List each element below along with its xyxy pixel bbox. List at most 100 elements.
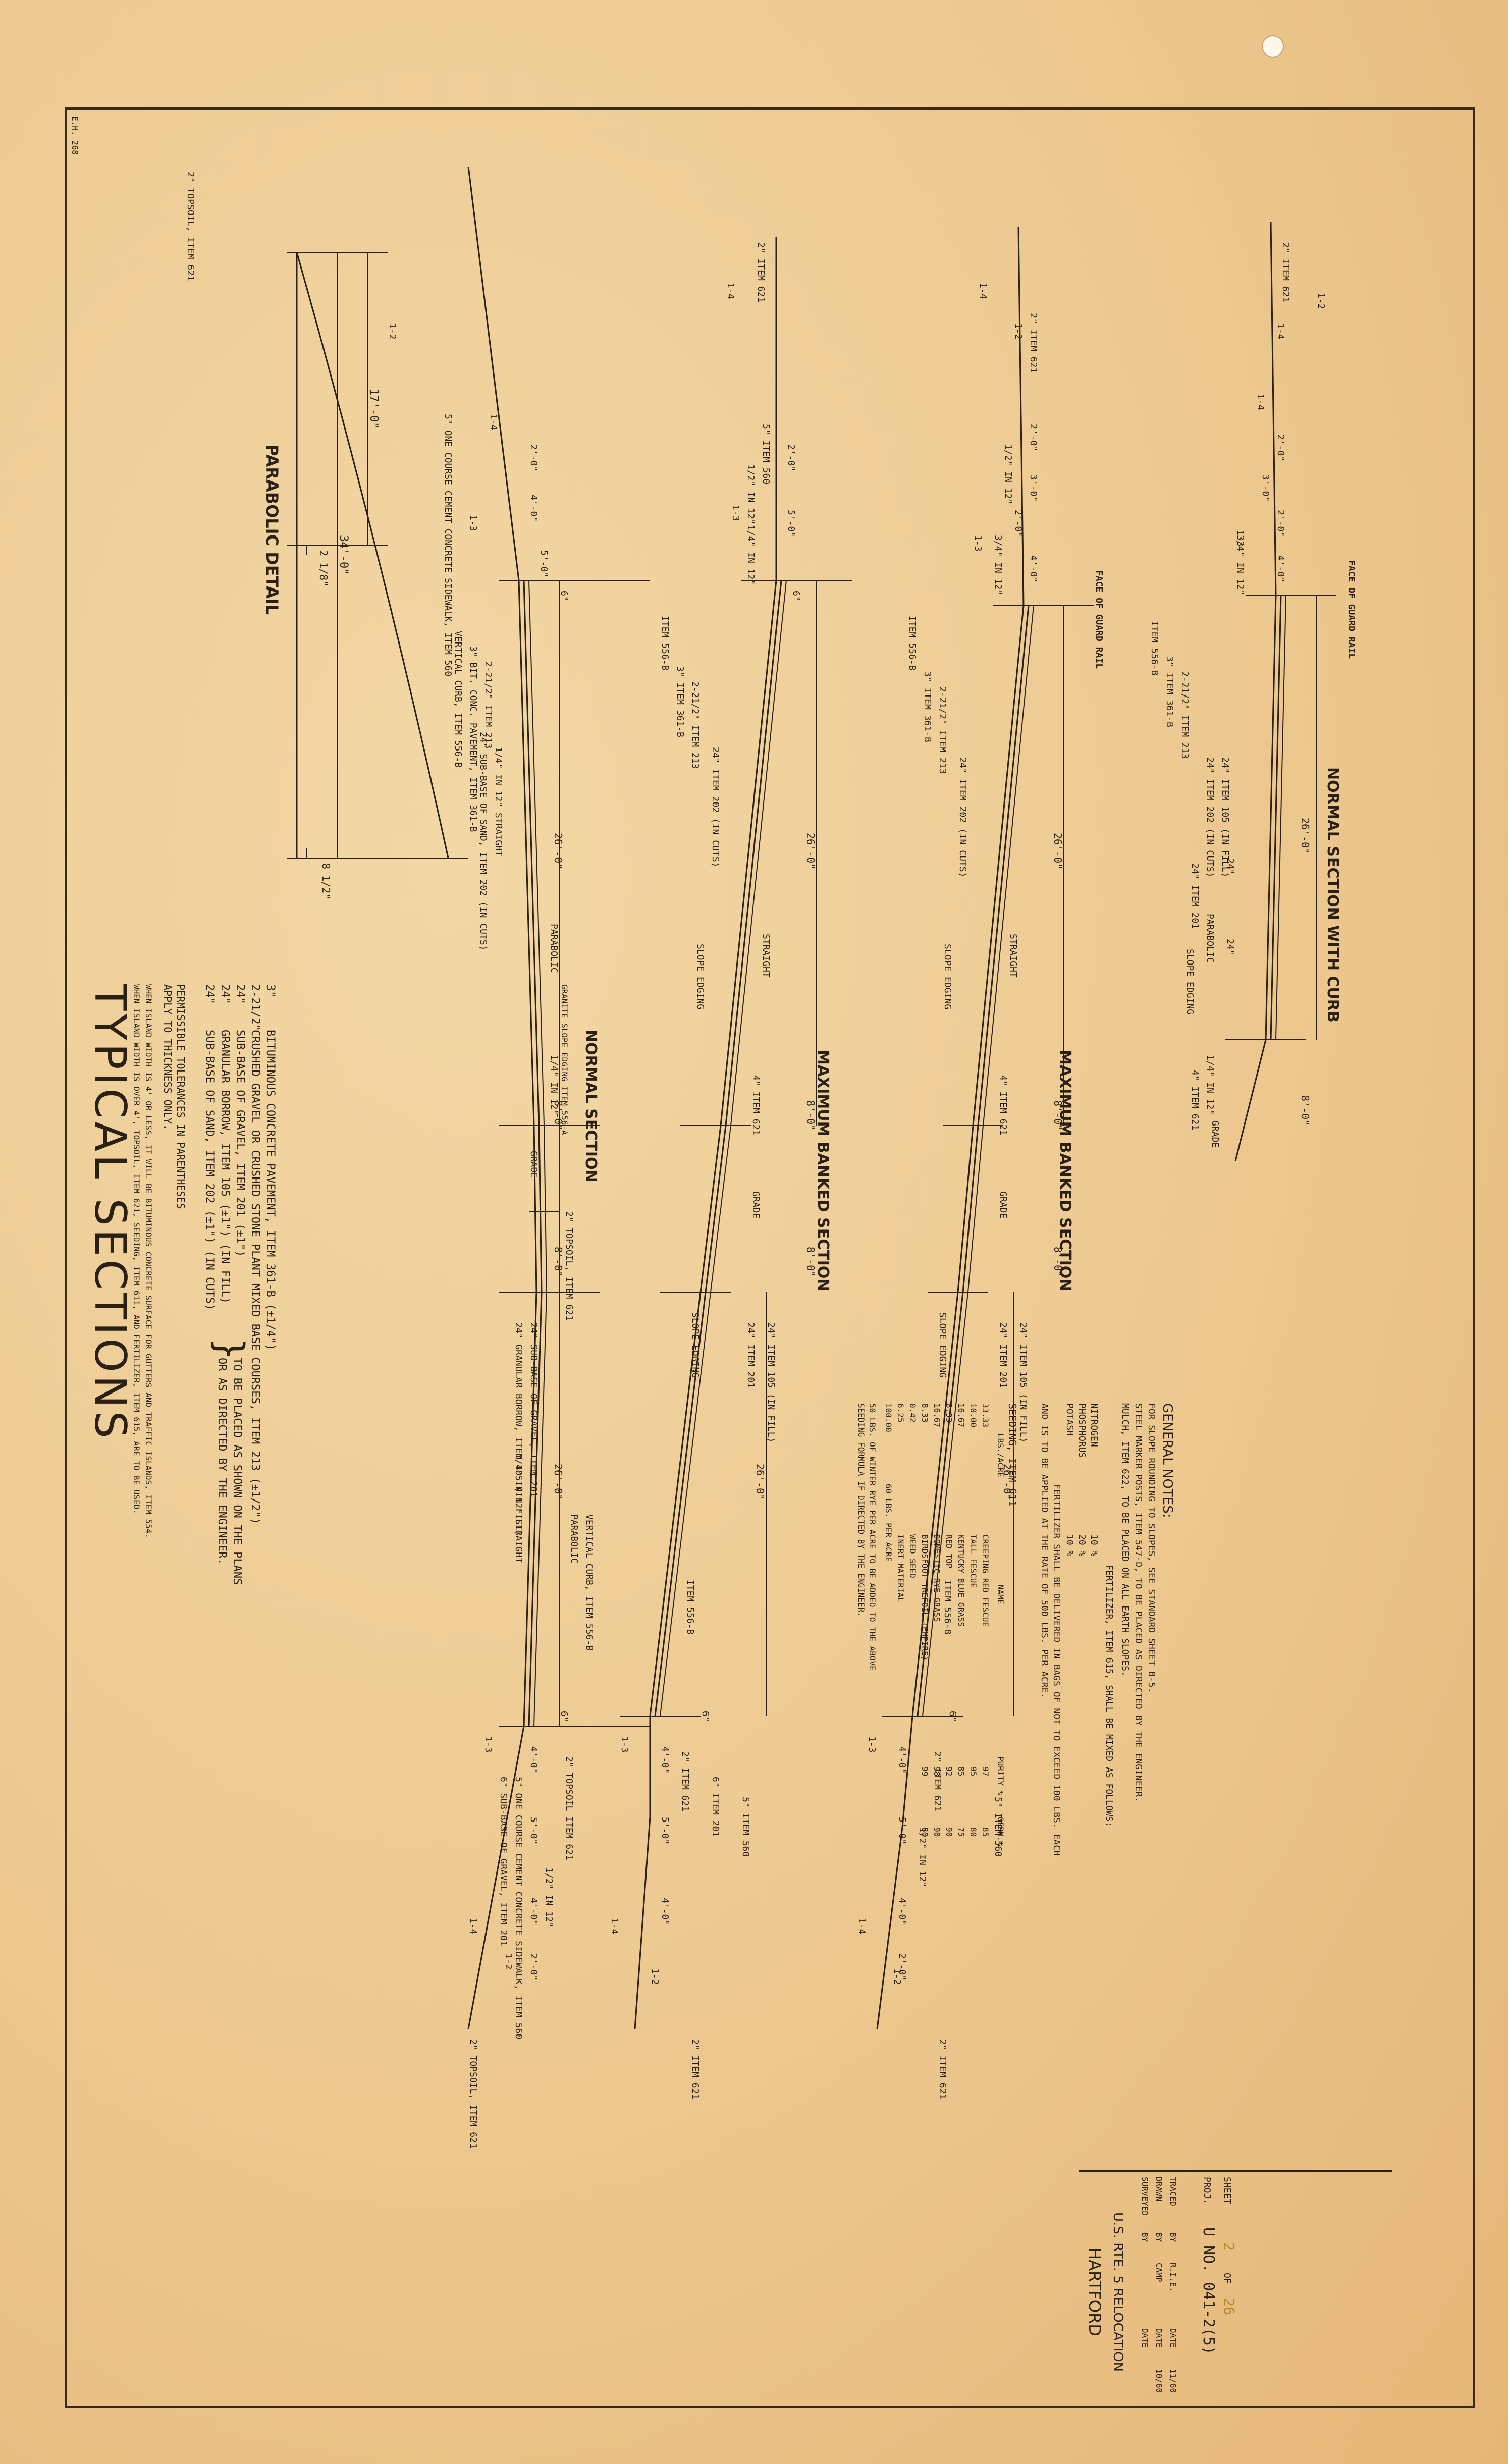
seed-name: BIRDSFOOT TREFOIL (EMPIRE) xyxy=(920,1534,930,1661)
title-block: HARTFORD U.S. RTE. 5 RELOCATION SURVEYED… xyxy=(1079,2170,1392,2424)
callout-label: 1/2" IN 12" xyxy=(1003,444,1013,505)
dimension-label: 6" xyxy=(559,591,569,602)
dimension-label: 26'-0" xyxy=(754,1464,766,1501)
slope-label: 1-3 xyxy=(483,1736,494,1753)
callout-label: 2" ITEM 621 xyxy=(932,1751,943,1812)
title-block-route: U.S. RTE. 5 RELOCATION xyxy=(1110,2212,1125,2372)
row-date-label: DATE xyxy=(1168,2328,1178,2348)
callout-label: 24" ITEM 201 xyxy=(745,1322,756,1388)
callout-label: ITEM 556-B xyxy=(907,616,918,671)
dimension-label: 5'-0" xyxy=(660,1817,670,1845)
normal-section-lines xyxy=(467,166,650,2029)
dimension-label: 6" xyxy=(947,1711,958,1722)
seed-germ: 80 xyxy=(920,1827,930,1837)
dimension-label: 5'-0" xyxy=(538,550,549,578)
dimension-label: 8'-0" xyxy=(804,1100,817,1131)
seed-name: RED TOP xyxy=(944,1534,954,1569)
dimension-label: 8'-0" xyxy=(552,1247,564,1277)
dimension-label: 4'-0" xyxy=(660,1746,670,1774)
dimension-label: 2'-0" xyxy=(786,444,796,472)
slope-label: 1-2 xyxy=(1013,323,1024,340)
callout-label: VERTICAL CURB, ITEM 556-B xyxy=(584,1514,595,1651)
sheet-of: OF xyxy=(1222,2273,1232,2284)
seed-germ: 85 xyxy=(981,1827,990,1837)
slope-label: 1-3 xyxy=(730,505,741,521)
dimension-label: 3'-0" xyxy=(1028,474,1039,502)
callout-label: 1/4" IN 12" STRAIGHT xyxy=(493,747,504,856)
callout-label: 4" ITEM 621 xyxy=(1190,1070,1200,1131)
callout-label: GRADE xyxy=(1210,1120,1220,1148)
seed-name: DOMESTIC RYE GRASS xyxy=(932,1534,942,1622)
row-label: TRACED xyxy=(1168,2177,1178,2206)
dimension-label: 2'-0" xyxy=(1028,424,1039,452)
note-line: MULCH, ITEM 622, TO BE PLACED ON ALL EAR… xyxy=(1120,1403,1130,1677)
seed-lbs: 33.33 xyxy=(981,1403,990,1428)
rye-note: SEEDING FORMULA IF DIRECTED BY THE ENGIN… xyxy=(856,1403,866,1617)
callout-label: 5" ITEM 560 xyxy=(761,424,771,485)
seed-lbs: 16.67 xyxy=(932,1403,942,1428)
callout-label: 1/2" IN 12" xyxy=(745,464,756,525)
callout-label: 2" TOPSOIL, ITEM 621 xyxy=(185,172,196,281)
callout-label: ITEM 556-B xyxy=(685,1580,695,1635)
callout-label: 5" ONE COURSE CEMENT CONCRETE SIDEWALK, … xyxy=(443,414,453,677)
callout-label: PARABOLIC xyxy=(549,924,559,973)
dimension-label: 8'-0" xyxy=(1299,1095,1311,1126)
fertilizer-row: 20 % xyxy=(1076,1534,1087,1557)
title-block-town: HARTFORD xyxy=(1085,2247,1104,2336)
slope-label: 1-4 xyxy=(725,283,736,299)
dimension-label: 4'-0" xyxy=(528,1898,539,1925)
dimension-label: 2'-0" xyxy=(1275,434,1286,462)
dimension-label: 6" xyxy=(791,591,801,602)
dimension-label: 8'-0" xyxy=(1052,1247,1064,1277)
slope-label: 1-4 xyxy=(488,414,499,431)
dimension-label: 2'-0" xyxy=(1275,510,1286,538)
fertilizer-row: POTASH xyxy=(1064,1403,1075,1436)
slope-label: 1-4 xyxy=(468,1918,478,1935)
dimension-label: 8'-0" xyxy=(1052,1100,1064,1131)
slope-label: 1-3 xyxy=(973,535,983,552)
rye-note: 50 LBS. OF WINTER RYE PER ACRE TO BE ADD… xyxy=(868,1403,877,1671)
callout-label: 24" ITEM 202 (IN CUTS) xyxy=(710,747,721,868)
dimension-label: 8'-0" xyxy=(804,1247,817,1277)
seed-lbs: 8.33 xyxy=(944,1403,954,1423)
callout-label: 5" ITEM 560 xyxy=(740,1797,751,1857)
callout-label: 2" TOPSOIL ITEM 621 xyxy=(564,1756,574,1860)
callout-label: 6" ITEM 201 xyxy=(710,1777,721,1837)
section-title: NORMAL SECTION WITH CURB xyxy=(1324,767,1341,1023)
seed-lbs: 6.25 xyxy=(896,1403,905,1423)
slope-label: 1-4 xyxy=(1275,323,1286,340)
callout-label: 3" ITEM 361-B xyxy=(922,671,933,742)
fertilizer-note: FERTILIZER SHALL BE DELIVERED IN BAGS OF… xyxy=(1051,1484,1062,1856)
note-line: FOR SLOPE ROUNDING TO SLOPES, SEE STANDA… xyxy=(1146,1403,1157,1693)
proj-label: PROJ. xyxy=(1202,2177,1212,2205)
seed-purity: 85 xyxy=(956,1766,966,1777)
row-by: BY xyxy=(1140,2232,1150,2242)
callout-label: 2" ITEM 621 xyxy=(756,242,766,303)
slope-label: 1-2 xyxy=(892,1968,902,1985)
dimension-label: 5'-0" xyxy=(786,510,796,538)
callout-label: 2-21/2" ITEM 213 xyxy=(690,681,701,769)
sheet-label: SHEET xyxy=(1222,2177,1232,2205)
seed-name: CREEPING RED FESCUE xyxy=(981,1534,990,1627)
seed-purity: 92 xyxy=(944,1766,954,1777)
row-label: SURVEYED xyxy=(1140,2177,1150,2216)
dimension-label: 4'-0" xyxy=(1028,555,1039,583)
section-title: MAXIMUM BANKED SECTION xyxy=(814,1050,832,1292)
curb-section-lines xyxy=(1225,222,1336,1161)
callout-label: 2-21/2" ITEM 213 xyxy=(1179,671,1190,759)
slope-label: 1-3 xyxy=(619,1736,630,1753)
sheet-border xyxy=(65,107,1475,2408)
seed-purity: 98 xyxy=(932,1766,942,1777)
dimension-label: 5'-0" xyxy=(528,1817,539,1845)
callout-label: ITEM 556-B xyxy=(660,616,670,671)
callout-label: SLOPE EDGING xyxy=(1184,949,1195,1015)
dimension-label: 26'-0" xyxy=(1052,833,1064,870)
slope-label: 1-2 xyxy=(650,1968,660,1985)
dimension-label: 3'-0" xyxy=(1260,474,1271,502)
callout-label: 5" ONE COURSE CEMENT CONCRETE SIDEWALK, … xyxy=(513,1777,524,2040)
callout-label: SLOPE EDGING xyxy=(942,944,953,1010)
dimension-label: 24" xyxy=(1225,939,1235,955)
banked-section-lines-2 xyxy=(876,227,1094,2029)
seed-purity: 97 xyxy=(981,1766,990,1777)
